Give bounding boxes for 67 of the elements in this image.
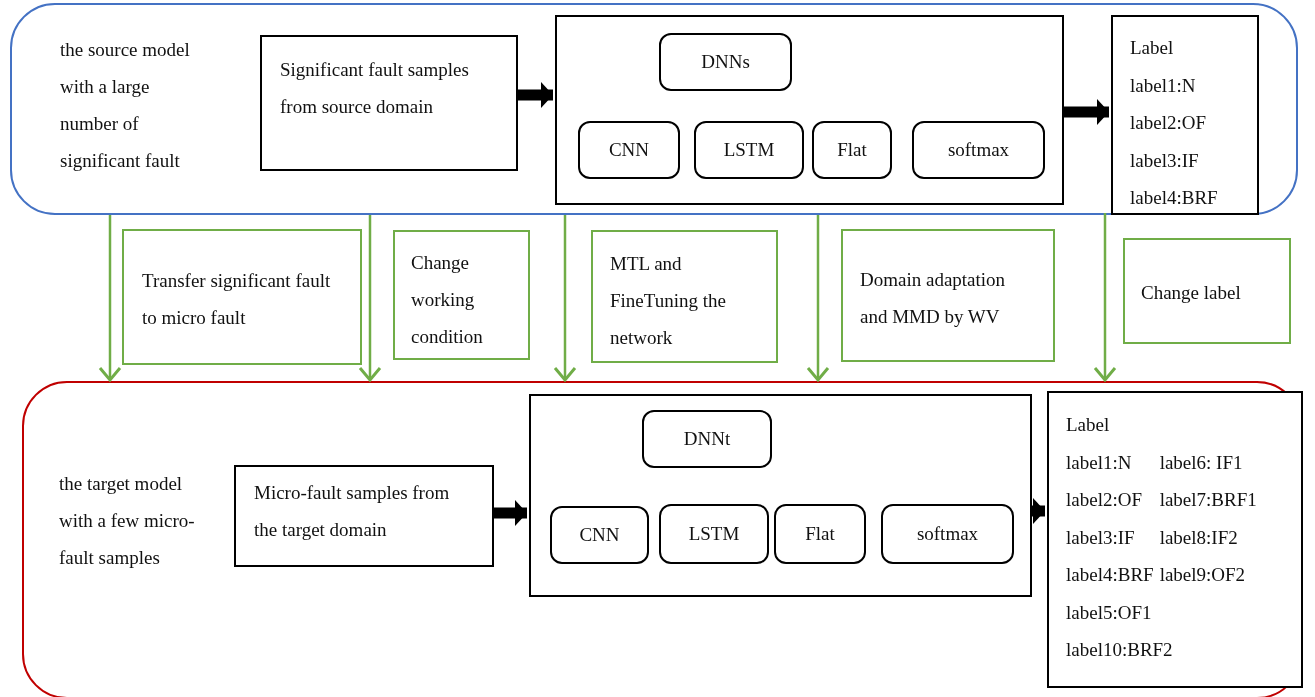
- label-entry: label6: IF1: [1159, 450, 1243, 475]
- layer-name: softmax: [947, 139, 1010, 161]
- model-description: the target model with a few micro-fault samples: [59, 472, 196, 570]
- label-entry: label3:IF: [1130, 148, 1199, 173]
- layer-box: [550, 506, 649, 564]
- label-entry: label1:N: [1130, 73, 1196, 98]
- arrow: [806, 215, 830, 382]
- arrow: [553, 215, 577, 382]
- step-text: Significant fault samples from source domain: [280, 58, 470, 119]
- list-heading: Label: [1066, 413, 1110, 437]
- model-panel: [10, 3, 1298, 215]
- step-box: [393, 230, 530, 360]
- process-box: [234, 465, 494, 567]
- model-panel: [22, 381, 1302, 697]
- process-box: [260, 35, 518, 171]
- label-entry: label9:OF2: [1159, 563, 1246, 587]
- layer-box: [774, 504, 866, 564]
- step-text: Transfer significant fault to micro fault: [142, 269, 332, 330]
- arrow: [1093, 213, 1117, 382]
- layer-name: CNN: [579, 524, 620, 546]
- model-description: the source model with a large number of significant fault: [60, 38, 191, 173]
- label-entry: label8:IF2: [1159, 525, 1238, 550]
- step-text: MTL and FineTuning the network: [610, 252, 727, 350]
- label-entry: label4:BRF: [1130, 186, 1218, 210]
- network-box: [555, 15, 1064, 205]
- arrow: [98, 215, 122, 382]
- step-text: Domain adaptation and MMD by WV: [860, 268, 1007, 329]
- label-entry: label4:BRF: [1066, 563, 1154, 587]
- block-arrow: [1064, 99, 1109, 125]
- label-entry: label2:OF: [1130, 111, 1206, 135]
- step-box: [841, 229, 1055, 362]
- step-text: Change working condition: [411, 251, 484, 349]
- network-box: [529, 394, 1032, 597]
- layer-name: Flat: [805, 523, 835, 545]
- layer-name: Flat: [837, 139, 867, 161]
- block-arrow: [494, 500, 527, 526]
- step-box: [1123, 238, 1291, 344]
- label-entry: label3:IF: [1066, 525, 1135, 550]
- label-entry: label10:BRF2: [1066, 638, 1173, 662]
- layer-name: CNN: [608, 139, 650, 161]
- step-box: [122, 229, 362, 365]
- layer-name: DNNs: [701, 51, 750, 73]
- label-list-box: [1111, 15, 1259, 215]
- layer-box: [642, 410, 772, 468]
- label-list-box: [1047, 391, 1303, 688]
- layer-box: [812, 121, 892, 179]
- label-entry: label1:N: [1066, 450, 1132, 475]
- list-heading: Label: [1130, 36, 1174, 60]
- arrow: [358, 215, 382, 382]
- label-entry: label2:OF: [1066, 488, 1142, 512]
- step-box: [591, 230, 778, 363]
- layer-box: [881, 504, 1014, 564]
- layer-box: [659, 504, 769, 564]
- step-text: Micro-fault samples from the target domain: [254, 481, 451, 542]
- layer-box: [659, 33, 792, 91]
- step-text: Change label: [1141, 281, 1242, 305]
- label-entry: label5:OF1: [1066, 600, 1152, 625]
- label-entry: label7:BRF1: [1159, 488, 1257, 512]
- layer-name: DNNt: [683, 428, 731, 450]
- block-arrow: [518, 82, 553, 108]
- layer-box: [578, 121, 680, 179]
- layer-box: [694, 121, 804, 179]
- layer-name: LSTM: [723, 139, 775, 161]
- block-arrow: [1032, 498, 1045, 524]
- layer-name: LSTM: [688, 523, 740, 545]
- layer-box: [912, 121, 1045, 179]
- layer-name: softmax: [916, 523, 979, 545]
